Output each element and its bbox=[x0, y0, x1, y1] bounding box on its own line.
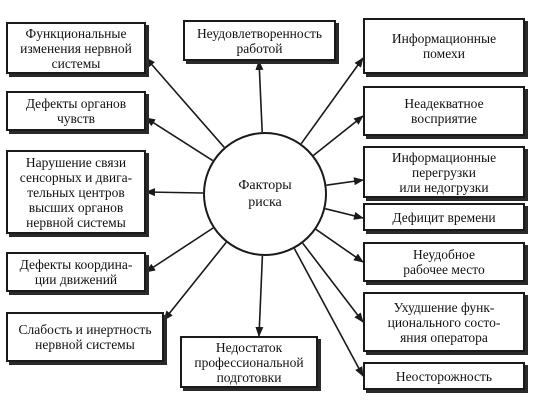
arrow-to-insufficient-training bbox=[255, 255, 264, 337]
factor-box-insufficient-training: Недостаток профессиональной подготовки bbox=[180, 336, 318, 388]
factor-box-uncomfortable-workplace: Неудобное рабочее место bbox=[363, 242, 525, 282]
factor-box-information-overload: Информационные перегрузки или недогрузки bbox=[363, 146, 525, 198]
factor-box-information-noise: Информационные помехи bbox=[363, 18, 525, 74]
arrow-to-nervous-weakness bbox=[163, 241, 227, 321]
arrow-to-inadequate-perception bbox=[313, 115, 364, 157]
arrow-to-carelessness bbox=[293, 248, 364, 377]
factor-box-coordination-defects: Дефекты координа- ции движений bbox=[6, 252, 146, 292]
arrow-to-information-noise bbox=[300, 57, 364, 145]
arrow-to-sense-organ-defects bbox=[145, 117, 214, 162]
risk-factors-circle: Факторы риска bbox=[203, 132, 327, 256]
factor-box-nervous-weakness: Слабость и инертность нервной системы bbox=[6, 312, 164, 362]
arrow-to-operator-state bbox=[302, 242, 364, 323]
arrow-to-coordination-defects bbox=[145, 227, 214, 273]
factor-box-sense-organ-defects: Дефекты органов чувств bbox=[6, 91, 146, 131]
factor-box-functional-changes: Функциональные изменения нервной системы bbox=[6, 22, 146, 74]
arrow-to-information-overload bbox=[326, 177, 364, 186]
arrow-to-functional-changes bbox=[145, 57, 225, 148]
factor-box-time-deficit: Дефицит времени bbox=[363, 203, 525, 231]
factor-box-inadequate-perception: Неадекватное восприятие bbox=[363, 86, 525, 136]
factor-box-sensory-motor-link: Нарушение связи сенсорных и двига- тельн… bbox=[6, 150, 146, 234]
arrow-to-work-dissatisfaction bbox=[255, 60, 264, 133]
arrow-to-time-deficit bbox=[325, 207, 364, 220]
arrow-to-uncomfortable-workplace bbox=[315, 228, 364, 263]
arrow-to-sensory-motor-link bbox=[145, 188, 204, 197]
factor-box-work-dissatisfaction: Неудовлетворенность работой bbox=[183, 20, 336, 61]
factor-box-carelessness: Неосторожность bbox=[363, 362, 525, 390]
factor-box-operator-state: Ухудшение функ- ционального состо- яния … bbox=[363, 292, 525, 352]
